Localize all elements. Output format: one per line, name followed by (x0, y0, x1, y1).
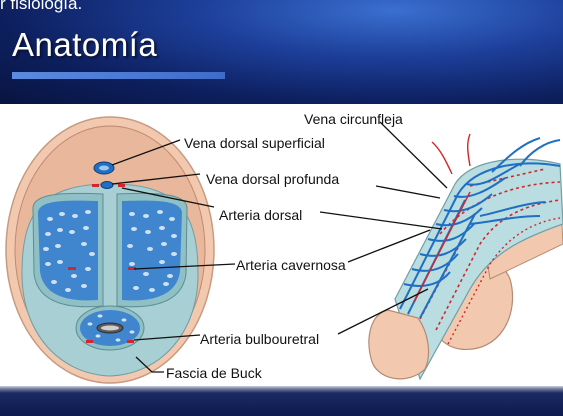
arteria-cavernosa-left (68, 267, 76, 270)
slide-header-band: r fisiología. Anatomía (0, 0, 563, 104)
anatomy-diagram: Vena circunfleja Vena dorsal superficial… (0, 104, 563, 386)
slide-footer-band (0, 386, 563, 416)
label-arteria-bulbouretral: Arteria bulbouretral (200, 331, 319, 347)
caption-snippet: r fisiología. (0, 0, 82, 14)
label-fascia-de-buck: Fascia de Buck (166, 365, 263, 381)
arteria-dorsal-right (118, 184, 125, 187)
label-vena-circunfleja: Vena circunfleja (304, 111, 403, 127)
label-vena-dorsal-profunda: Vena dorsal profunda (206, 171, 339, 187)
label-arteria-dorsal: Arteria dorsal (219, 207, 302, 223)
label-vena-dorsal-superficial: Vena dorsal superficial (184, 135, 325, 151)
label-arteria-cavernosa: Arteria cavernosa (236, 257, 346, 273)
cross-section (6, 117, 214, 383)
arteria-bulbouretral-right (127, 340, 134, 343)
arteria-bulbouretral-left (86, 340, 93, 343)
glans (369, 310, 429, 379)
title-underline (12, 72, 225, 79)
lateral-view (369, 134, 563, 379)
vena-dorsal-profunda-vessel (101, 182, 113, 189)
slide-title: Anatomía (12, 26, 157, 64)
arteria-dorsal-left (92, 184, 99, 187)
